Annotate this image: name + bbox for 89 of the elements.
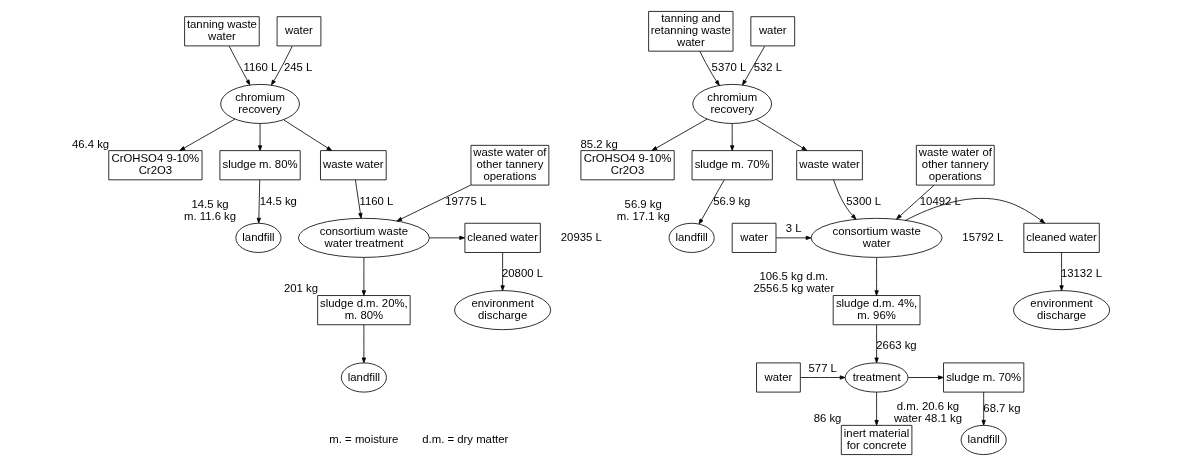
node-label: water 48.1 kg (893, 412, 963, 425)
label: 20935 L (560, 230, 602, 243)
node-box: water (750, 16, 796, 47)
node-ellipse: environment discharge (1013, 290, 1111, 331)
node-ellipse: consortium waste water (810, 217, 943, 258)
node-box: tanning and retanning waste water (648, 11, 734, 52)
node-box: water (756, 362, 801, 393)
edge-label: 532 L (753, 60, 783, 73)
arrow (800, 375, 846, 380)
edge-label: 13132 L (1060, 267, 1102, 280)
node-label: 86 kg (813, 412, 842, 425)
node-label: 46.4 kg (71, 137, 110, 150)
edge-label: 1160 L (243, 60, 278, 73)
edge-label: 56.9 kg (713, 194, 751, 207)
arrow (833, 179, 857, 220)
edge-label: 1160 L (359, 194, 394, 207)
arrow (257, 123, 263, 151)
edge-label: 245 L (283, 60, 313, 73)
node-box: water (731, 222, 777, 253)
node-label: m. 11.6 kg (183, 210, 237, 223)
node-box: waste water of other tannery operations (470, 144, 550, 186)
arrow (179, 118, 236, 151)
edge-label: 19775 L (445, 194, 487, 207)
node-box: sludge d.m. 4%, m. 96% (832, 295, 921, 326)
edge-label: 3 L (785, 222, 802, 235)
arrow (981, 391, 986, 426)
node-box: waste water (796, 150, 863, 181)
node-ellipse: chromium recovery (220, 84, 300, 124)
node-label: 56.9 kg (624, 198, 662, 211)
node-box: cleaned water (1023, 222, 1100, 253)
arrow (755, 119, 808, 151)
edge-label: 577 L (808, 361, 837, 374)
node-ellipse: landfill (960, 424, 1007, 455)
arrow (874, 257, 879, 296)
node-ellipse: landfill (235, 222, 282, 253)
node-ellipse: environment discharge (454, 290, 552, 331)
node-ellipse: landfill (668, 222, 715, 253)
arrow (361, 324, 366, 364)
node-box: cleaned water (464, 222, 541, 253)
arrow (698, 179, 725, 225)
arrow (699, 50, 720, 86)
arrow (228, 45, 251, 86)
edge-label: 2663 kg (876, 339, 917, 352)
arrow (1059, 252, 1064, 291)
node-box: sludge m. 80% (219, 150, 301, 181)
arrow (907, 375, 944, 380)
node-label: m. 17.1 kg (616, 210, 670, 223)
node-label: 106.5 kg d.m. (759, 270, 829, 283)
node-box: sludge m. 70% (691, 150, 773, 181)
node-box: waste water (320, 150, 387, 181)
node-box: sludge m. 70% (943, 362, 1025, 393)
edge-label: 68.7 kg (983, 401, 1021, 414)
node-label: d.m. 20.6 kg (896, 400, 960, 413)
arrow (355, 179, 363, 219)
arrow (730, 123, 735, 151)
arrow (500, 252, 505, 291)
arrow (874, 324, 879, 364)
arrow (905, 197, 1046, 224)
arrow (775, 235, 812, 240)
node-box: water (276, 16, 322, 47)
arrow (651, 118, 708, 151)
node-box: inert material for concrete (840, 424, 913, 455)
edge-label: 5300 L (846, 194, 881, 207)
arrow (896, 184, 935, 220)
node-ellipse: chromium recovery (692, 84, 772, 124)
node-box: sludge d.m. 20%, m. 80% (317, 295, 411, 326)
arrow (256, 179, 261, 224)
arrow (283, 119, 333, 151)
label: 15792 L (962, 230, 1004, 243)
arrow (742, 45, 766, 86)
edge-label: 5370 L (711, 60, 747, 73)
node-box: CrOHSO4 9-10% Cr2O3 (580, 150, 675, 181)
arrow (429, 235, 465, 240)
node-label: 2556.5 kg water (753, 282, 835, 295)
node-box: tanning waste water (184, 16, 260, 47)
node-ellipse: treatment (844, 362, 909, 393)
arrow (874, 391, 879, 426)
arrow (361, 257, 366, 296)
edge-label: 14.5 kg (259, 194, 297, 207)
arrow (271, 45, 293, 86)
label: d.m. = dry matter (422, 432, 509, 445)
node-box: waste water of other tannery operations (915, 144, 995, 186)
node-label: 201 kg (283, 282, 319, 295)
arrow (396, 184, 472, 222)
node-label: 14.5 kg (191, 198, 229, 211)
node-box: CrOHSO4 9-10% Cr2O3 (108, 150, 203, 181)
node-ellipse: landfill (340, 362, 387, 393)
label: m. = moisture (329, 432, 399, 445)
node-label: 85.2 kg (580, 137, 618, 150)
